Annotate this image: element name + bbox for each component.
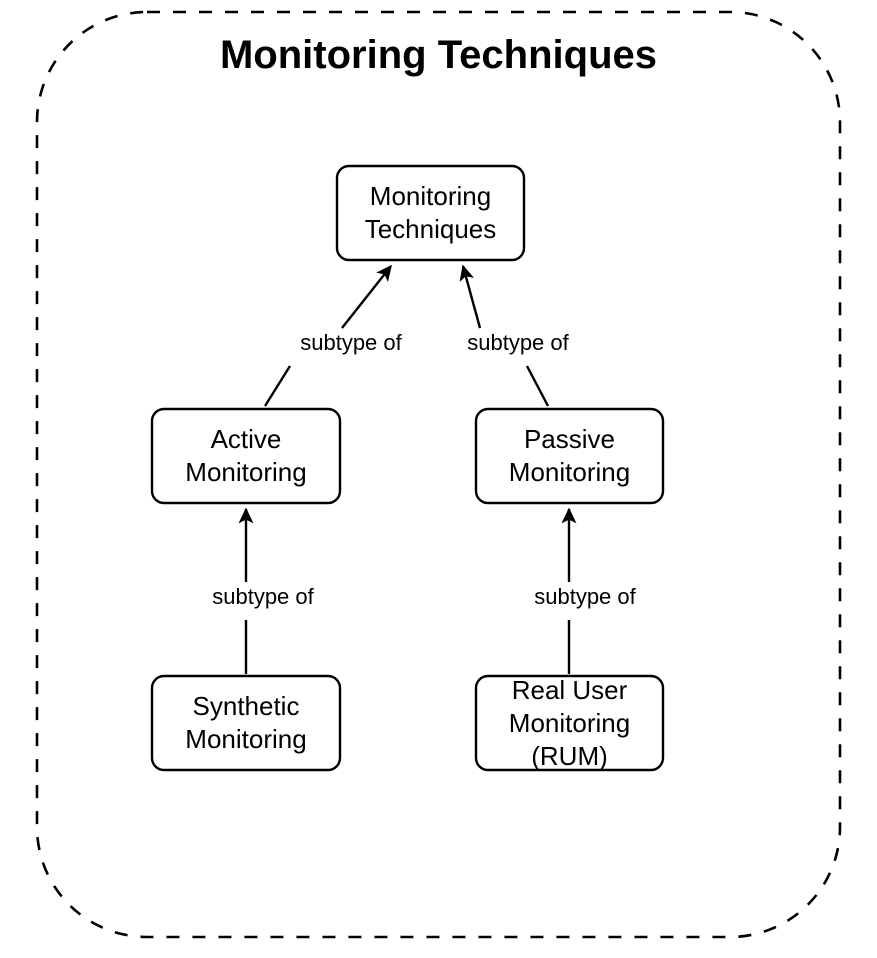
node-box-passive-monitoring[interactable] bbox=[474, 407, 665, 505]
node-box-active-monitoring[interactable] bbox=[150, 407, 342, 505]
edge-active-to-root-lower bbox=[263, 365, 292, 407]
edge-passive-to-root-lower bbox=[525, 365, 550, 407]
edge-passive-to-root-upper bbox=[459, 264, 482, 329]
node-box-monitoring-techniques[interactable] bbox=[335, 164, 526, 262]
node-box-synthetic-monitoring[interactable] bbox=[150, 674, 342, 772]
edge-active-to-root-upper bbox=[341, 264, 392, 329]
node-box-real-user-monitoring[interactable] bbox=[474, 674, 665, 772]
